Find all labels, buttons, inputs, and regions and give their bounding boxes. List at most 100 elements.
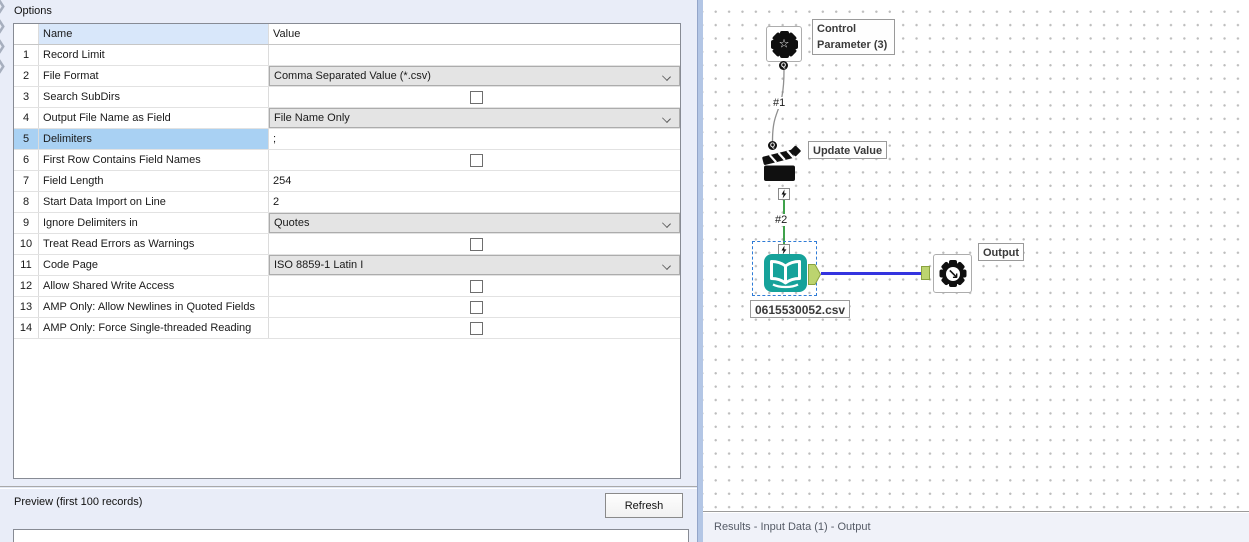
value-dropdown[interactable]: Comma Separated Value (*.csv) xyxy=(269,66,680,86)
chevron-down-icon xyxy=(662,261,671,270)
input-data-tool[interactable] xyxy=(763,253,808,293)
value-column-header[interactable]: Value xyxy=(273,28,301,40)
dropdown-selected-value: Quotes xyxy=(274,217,310,229)
value-checkbox[interactable] xyxy=(470,237,483,251)
control-parameter-tool[interactable]: ☆ xyxy=(766,26,802,62)
value-checkbox[interactable] xyxy=(470,90,483,104)
dropdown-selected-value: ISO 8859-1 Latin I xyxy=(274,259,364,271)
input-anchor[interactable] xyxy=(921,266,930,280)
gear-star-icon: ☆ xyxy=(770,30,798,58)
value-text: ; xyxy=(273,133,277,145)
row-number: 2 xyxy=(14,66,39,86)
option-value-cell[interactable] xyxy=(269,234,680,254)
macro-output-tool[interactable]: ↘ xyxy=(933,254,972,293)
option-value-cell[interactable]: File Name Only xyxy=(269,108,680,128)
row-number: 4 xyxy=(14,108,39,128)
results-panel-title: Results - Input Data (1) - Output xyxy=(714,521,871,533)
clapperboard-icon xyxy=(762,146,801,181)
dropdown-selected-value: Comma Separated Value (*.csv) xyxy=(274,70,431,82)
option-value-cell[interactable]: 254 xyxy=(269,171,680,191)
panel-divider[interactable] xyxy=(697,0,703,542)
refresh-button[interactable]: Refresh xyxy=(605,493,683,518)
option-name: Start Data Import on Line xyxy=(39,192,269,212)
output-annotation[interactable]: Output xyxy=(978,243,1025,261)
row-number: 13 xyxy=(14,297,39,317)
value-dropdown[interactable]: File Name Only xyxy=(269,108,680,128)
chevron-down-icon xyxy=(662,114,671,123)
lightning-icon xyxy=(781,189,787,199)
option-name: Treat Read Errors as Warnings xyxy=(39,234,269,254)
option-value-cell[interactable]: ISO 8859-1 Latin I xyxy=(269,255,680,275)
chevron-down-icon xyxy=(662,219,671,228)
option-name: File Format xyxy=(39,66,269,86)
gear-arrow-icon: ↘ xyxy=(937,258,968,289)
option-value-cell[interactable]: ; xyxy=(269,129,680,149)
workflow-canvas[interactable]: ☆ Control Parameter (3) Q #1 Q Update Va… xyxy=(703,0,1249,511)
preview-label: Preview (first 100 records) xyxy=(14,496,143,508)
question-input-anchor[interactable]: Q xyxy=(768,141,777,150)
lightning-icon xyxy=(781,245,787,255)
dropdown-selected-value: File Name Only xyxy=(274,112,350,124)
output-anchor[interactable] xyxy=(808,264,821,285)
row-number: 8 xyxy=(14,192,39,212)
value-dropdown[interactable]: ISO 8859-1 Latin I xyxy=(269,255,680,275)
clipped-nav-icon: ❯ xyxy=(0,37,7,54)
value-checkbox[interactable] xyxy=(470,321,483,335)
book-icon xyxy=(764,254,807,292)
option-value-cell[interactable] xyxy=(269,87,680,107)
row-number-header-cell xyxy=(14,24,39,44)
update-value-tool[interactable] xyxy=(762,146,804,184)
option-value-cell[interactable]: Comma Separated Value (*.csv) xyxy=(269,66,680,86)
option-name: Delimiters xyxy=(39,129,269,149)
option-value-cell[interactable] xyxy=(269,150,680,170)
preview-area xyxy=(13,529,689,542)
chevron-down-icon xyxy=(662,72,671,81)
question-output-anchor[interactable]: Q xyxy=(779,61,788,70)
option-name: Code Page xyxy=(39,255,269,275)
option-value-cell[interactable] xyxy=(269,276,680,296)
value-checkbox[interactable] xyxy=(470,300,483,314)
clipped-nav-icon: ❯ xyxy=(0,0,7,14)
control-parameter-annotation[interactable]: Control Parameter (3) xyxy=(812,19,895,55)
row-number: 10 xyxy=(14,234,39,254)
name-column-header[interactable]: Name xyxy=(39,24,269,44)
value-dropdown[interactable]: Quotes xyxy=(269,213,680,233)
row-number: 5 xyxy=(14,129,39,149)
results-panel-header[interactable]: Results - Input Data (1) - Output xyxy=(703,511,1249,542)
options-title: Options xyxy=(14,5,52,17)
value-checkbox[interactable] xyxy=(470,153,483,167)
option-name: Search SubDirs xyxy=(39,87,269,107)
update-value-annotation[interactable]: Update Value xyxy=(808,141,888,159)
options-table-header: Name Value xyxy=(14,24,680,45)
action-output-anchor[interactable] xyxy=(778,188,790,200)
option-name: Allow Shared Write Access xyxy=(39,276,269,296)
value-checkbox[interactable] xyxy=(470,279,483,293)
connection-input-data-to-output[interactable] xyxy=(821,272,921,275)
option-name: First Row Contains Field Names xyxy=(39,150,269,170)
option-value-cell[interactable] xyxy=(269,318,680,338)
horizontal-splitter[interactable] xyxy=(0,486,697,489)
option-value-cell[interactable] xyxy=(269,45,680,65)
option-value-cell[interactable] xyxy=(269,297,680,317)
option-value-cell[interactable]: Quotes xyxy=(269,213,680,233)
input-data-filename-annotation[interactable]: 0615530052.csv xyxy=(750,300,851,318)
option-value-cell[interactable]: 2 xyxy=(269,192,680,212)
row-number: 14 xyxy=(14,318,39,338)
